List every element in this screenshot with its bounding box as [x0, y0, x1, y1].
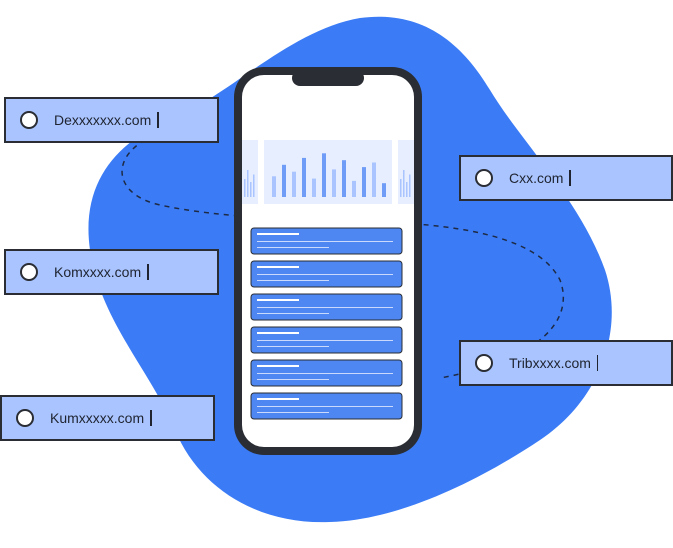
phone-list-item	[250, 260, 403, 288]
text-cursor	[157, 112, 159, 128]
radio-button[interactable]	[20, 111, 38, 129]
radio-button[interactable]	[20, 263, 38, 281]
phone-list-item	[250, 227, 403, 255]
chart-bar	[253, 174, 255, 197]
list-item-line	[257, 313, 329, 314]
phone-list-item	[250, 326, 403, 354]
list-item-title-line	[257, 398, 299, 400]
list-item-line	[257, 373, 393, 374]
chart-bar	[302, 157, 306, 197]
domain-option-kum[interactable]: Kumxxxxx.com	[0, 395, 215, 441]
phone-list-item	[250, 293, 403, 321]
text-cursor	[150, 410, 152, 426]
domain-text: Cxx.com	[509, 170, 564, 186]
list-item-line	[257, 406, 393, 407]
phone-list-item	[250, 359, 403, 387]
text-cursor	[147, 264, 149, 280]
chart-bar	[406, 182, 408, 197]
domain-text: Tribxxxx.com	[509, 355, 591, 371]
list-item-title-line	[257, 299, 299, 301]
chart-bar	[382, 183, 386, 197]
domain-option-dex[interactable]: Dexxxxxxx.com	[4, 97, 219, 143]
domain-option-kom[interactable]: Komxxxx.com	[4, 249, 219, 295]
text-cursor	[569, 170, 571, 186]
list-item-line	[257, 346, 329, 347]
list-item-title-line	[257, 365, 299, 367]
chart-bars-right	[400, 170, 411, 197]
phone-notch	[292, 70, 364, 86]
chart-bar	[332, 169, 336, 197]
phone	[234, 67, 422, 455]
dashed-connector	[121, 139, 565, 379]
list-item-title-line	[257, 266, 299, 268]
domain-option-cxx[interactable]: Cxx.com	[459, 155, 673, 201]
chart-bar	[322, 153, 326, 197]
list-item-line	[257, 241, 393, 242]
list-item-line	[257, 379, 329, 380]
phone-list	[250, 227, 403, 420]
list-item-line	[257, 412, 329, 413]
chart-bar	[409, 174, 411, 197]
chart-bars	[272, 153, 386, 197]
phone-list-item	[250, 392, 403, 420]
domain-option-trib[interactable]: Tribxxxx.com	[459, 340, 673, 386]
chart-bar	[342, 160, 346, 197]
chart-bar	[292, 171, 296, 197]
radio-button[interactable]	[16, 409, 34, 427]
chart-bar	[362, 167, 366, 197]
list-item-line	[257, 307, 393, 308]
list-item-line	[257, 247, 329, 248]
list-item-line	[257, 280, 329, 281]
list-item-title-line	[257, 332, 299, 334]
chart-bar	[250, 182, 252, 197]
list-item-line	[257, 340, 393, 341]
chart-bar	[372, 162, 376, 197]
list-item-line	[257, 274, 393, 275]
chart-bar	[244, 179, 246, 197]
chart-bar	[403, 170, 405, 197]
chart-bar	[400, 179, 402, 197]
domain-text: Komxxxx.com	[54, 264, 142, 280]
chart-bars-left	[244, 170, 255, 197]
radio-button[interactable]	[475, 354, 493, 372]
list-item-title-line	[257, 233, 299, 235]
text-cursor	[596, 355, 599, 371]
radio-button[interactable]	[475, 169, 493, 187]
chart-bar	[247, 170, 249, 197]
chart-bar	[352, 180, 356, 197]
chart-bar	[272, 176, 276, 197]
chart-bar	[282, 164, 286, 197]
domain-text: Dexxxxxxx.com	[54, 112, 152, 128]
domain-text: Kumxxxxx.com	[50, 410, 145, 426]
chart-bar	[312, 178, 316, 197]
